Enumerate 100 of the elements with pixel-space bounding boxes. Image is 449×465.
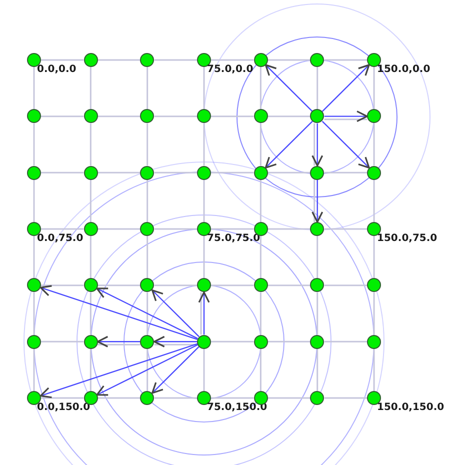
grid-line [33, 292, 35, 335]
grid-line [41, 116, 84, 118]
grid-line [90, 180, 92, 222]
grid-line [33, 67, 35, 110]
arrow [198, 292, 210, 335]
grid-line [211, 397, 254, 399]
grid-line [98, 397, 140, 399]
grid-line [203, 348, 205, 391]
arrow [312, 180, 324, 223]
grid-line [268, 172, 310, 174]
grid-line [90, 236, 92, 278]
grid-line [146, 348, 148, 391]
coordinate-label: 75.0,150.0 [207, 402, 268, 413]
grid-line [90, 67, 92, 110]
grid-line [90, 348, 92, 391]
arrow [312, 123, 324, 166]
grid-line [316, 67, 318, 110]
coordinate-label: 75.0,0.0 [207, 65, 254, 75]
grid-line [41, 228, 84, 230]
grid-line [98, 284, 140, 286]
grid-line [260, 236, 262, 278]
arrow [264, 120, 313, 169]
arrow [322, 64, 370, 112]
grid-line [200, 292, 202, 335]
grid-line [41, 284, 84, 286]
grid-line [154, 284, 197, 286]
grid-line [324, 228, 368, 230]
grid-line [373, 123, 375, 166]
arrow [96, 344, 198, 396]
grid-line [154, 59, 197, 61]
grid-line [268, 59, 310, 61]
grid-line [211, 228, 254, 230]
coordinate-label: 150.0,0.0 [377, 65, 430, 75]
arrow [96, 336, 140, 348]
grid-line [373, 67, 375, 110]
coordinate-label: 0.0,150.0 [37, 402, 90, 413]
grid-line [324, 172, 368, 174]
grid-line [314, 180, 316, 222]
grid-line [314, 123, 316, 166]
coordinate-label: 0.0,75.0 [37, 234, 84, 244]
grid-line [146, 292, 148, 335]
grid-line [373, 236, 375, 278]
grid-line [146, 180, 148, 222]
grid-line [41, 397, 84, 399]
arrow [322, 120, 370, 169]
grid-line [268, 340, 310, 342]
grid-line [268, 397, 310, 399]
grid-line [324, 118, 368, 120]
grid-line [41, 172, 84, 174]
grid-line [98, 116, 140, 118]
grid-line [211, 59, 254, 61]
arrow [40, 343, 198, 398]
grid-line [33, 348, 35, 391]
grid-line [98, 59, 140, 61]
grid-line [324, 59, 368, 61]
grid-line [268, 284, 310, 286]
grid-line [154, 397, 197, 399]
grid-line [90, 123, 92, 166]
grid-line [260, 67, 262, 110]
grid-line [146, 236, 148, 278]
grid-line [260, 123, 262, 166]
arrow [154, 336, 197, 348]
grid-line [211, 116, 254, 118]
arrow [152, 346, 200, 394]
grid-line [316, 236, 318, 278]
grid-line [90, 292, 92, 335]
grid-line [373, 292, 375, 335]
grid-line [211, 172, 254, 174]
grid-line [98, 344, 140, 346]
grid-line [41, 340, 84, 342]
grid-line [324, 397, 368, 399]
grid-line [154, 344, 197, 346]
arrow [40, 285, 198, 340]
grid-line [98, 172, 140, 174]
grid-line [154, 228, 197, 230]
grid-line [203, 180, 205, 222]
grid-line [268, 228, 310, 230]
arrow [96, 288, 198, 340]
grid-line [203, 236, 205, 278]
grid-line [260, 348, 262, 391]
grid-line [203, 67, 205, 110]
grid-line [203, 123, 205, 166]
grid-line [260, 180, 262, 222]
grid-line [211, 340, 254, 342]
coordinate-label: 75.0,75.0 [207, 234, 260, 244]
grid-line [316, 348, 318, 391]
grid-line [33, 180, 35, 222]
grid-line [316, 292, 318, 335]
grid-line [324, 284, 368, 286]
coordinate-label: 150.0,150.0 [377, 402, 444, 413]
grid-line [373, 348, 375, 391]
arrow [152, 289, 200, 338]
grid-line [211, 284, 254, 286]
grid-line [146, 67, 148, 110]
grid-line [373, 180, 375, 222]
grid-line [324, 340, 368, 342]
grid-line [260, 292, 262, 335]
coordinate-label: 150.0,75.0 [377, 234, 438, 244]
grid-line [146, 123, 148, 166]
grid-line [154, 116, 197, 118]
